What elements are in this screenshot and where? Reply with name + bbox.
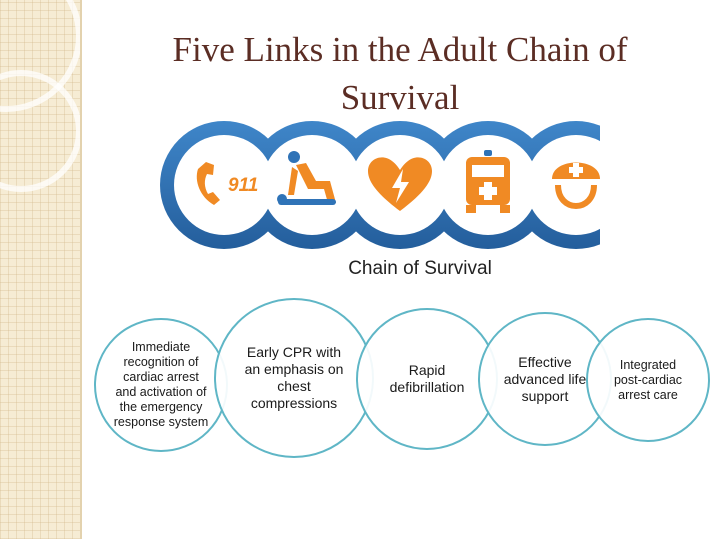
link-circle: Early CPR with an emphasis on chest comp… <box>214 298 374 458</box>
cpr-rescuer-icon <box>277 151 336 205</box>
decorative-side-panel <box>0 0 80 539</box>
chain-link-center <box>174 135 274 235</box>
link-label: Immediate recognition of cardiac arrest … <box>113 340 209 429</box>
chain-caption: Chain of Survival <box>348 258 492 279</box>
link-circle: Integrated post-cardiac arrest care <box>586 318 710 442</box>
chain-of-survival-graphic: 911 <box>160 121 600 249</box>
link-label: Integrated post-cardiac arrest care <box>613 357 683 402</box>
link-label: Effective advanced life support <box>503 353 587 404</box>
emergency-number: 911 <box>228 175 258 196</box>
chain-link-center <box>526 135 600 235</box>
link-circle: Rapid defibrillation <box>356 308 498 450</box>
link-label: Early CPR with an emphasis on chest comp… <box>244 344 344 411</box>
link-circle: Immediate recognition of cardiac arrest … <box>94 318 228 452</box>
side-panel-edge <box>80 0 82 539</box>
link-label: Rapid defibrillation <box>389 362 465 395</box>
nurse-icon <box>552 162 600 209</box>
ambulance-icon <box>466 150 510 213</box>
phone-911-icon: 911 <box>196 162 258 205</box>
heart-defibrillation-icon <box>368 157 432 211</box>
slide-title: Five Links in the Adult Chain of Surviva… <box>172 30 628 117</box>
